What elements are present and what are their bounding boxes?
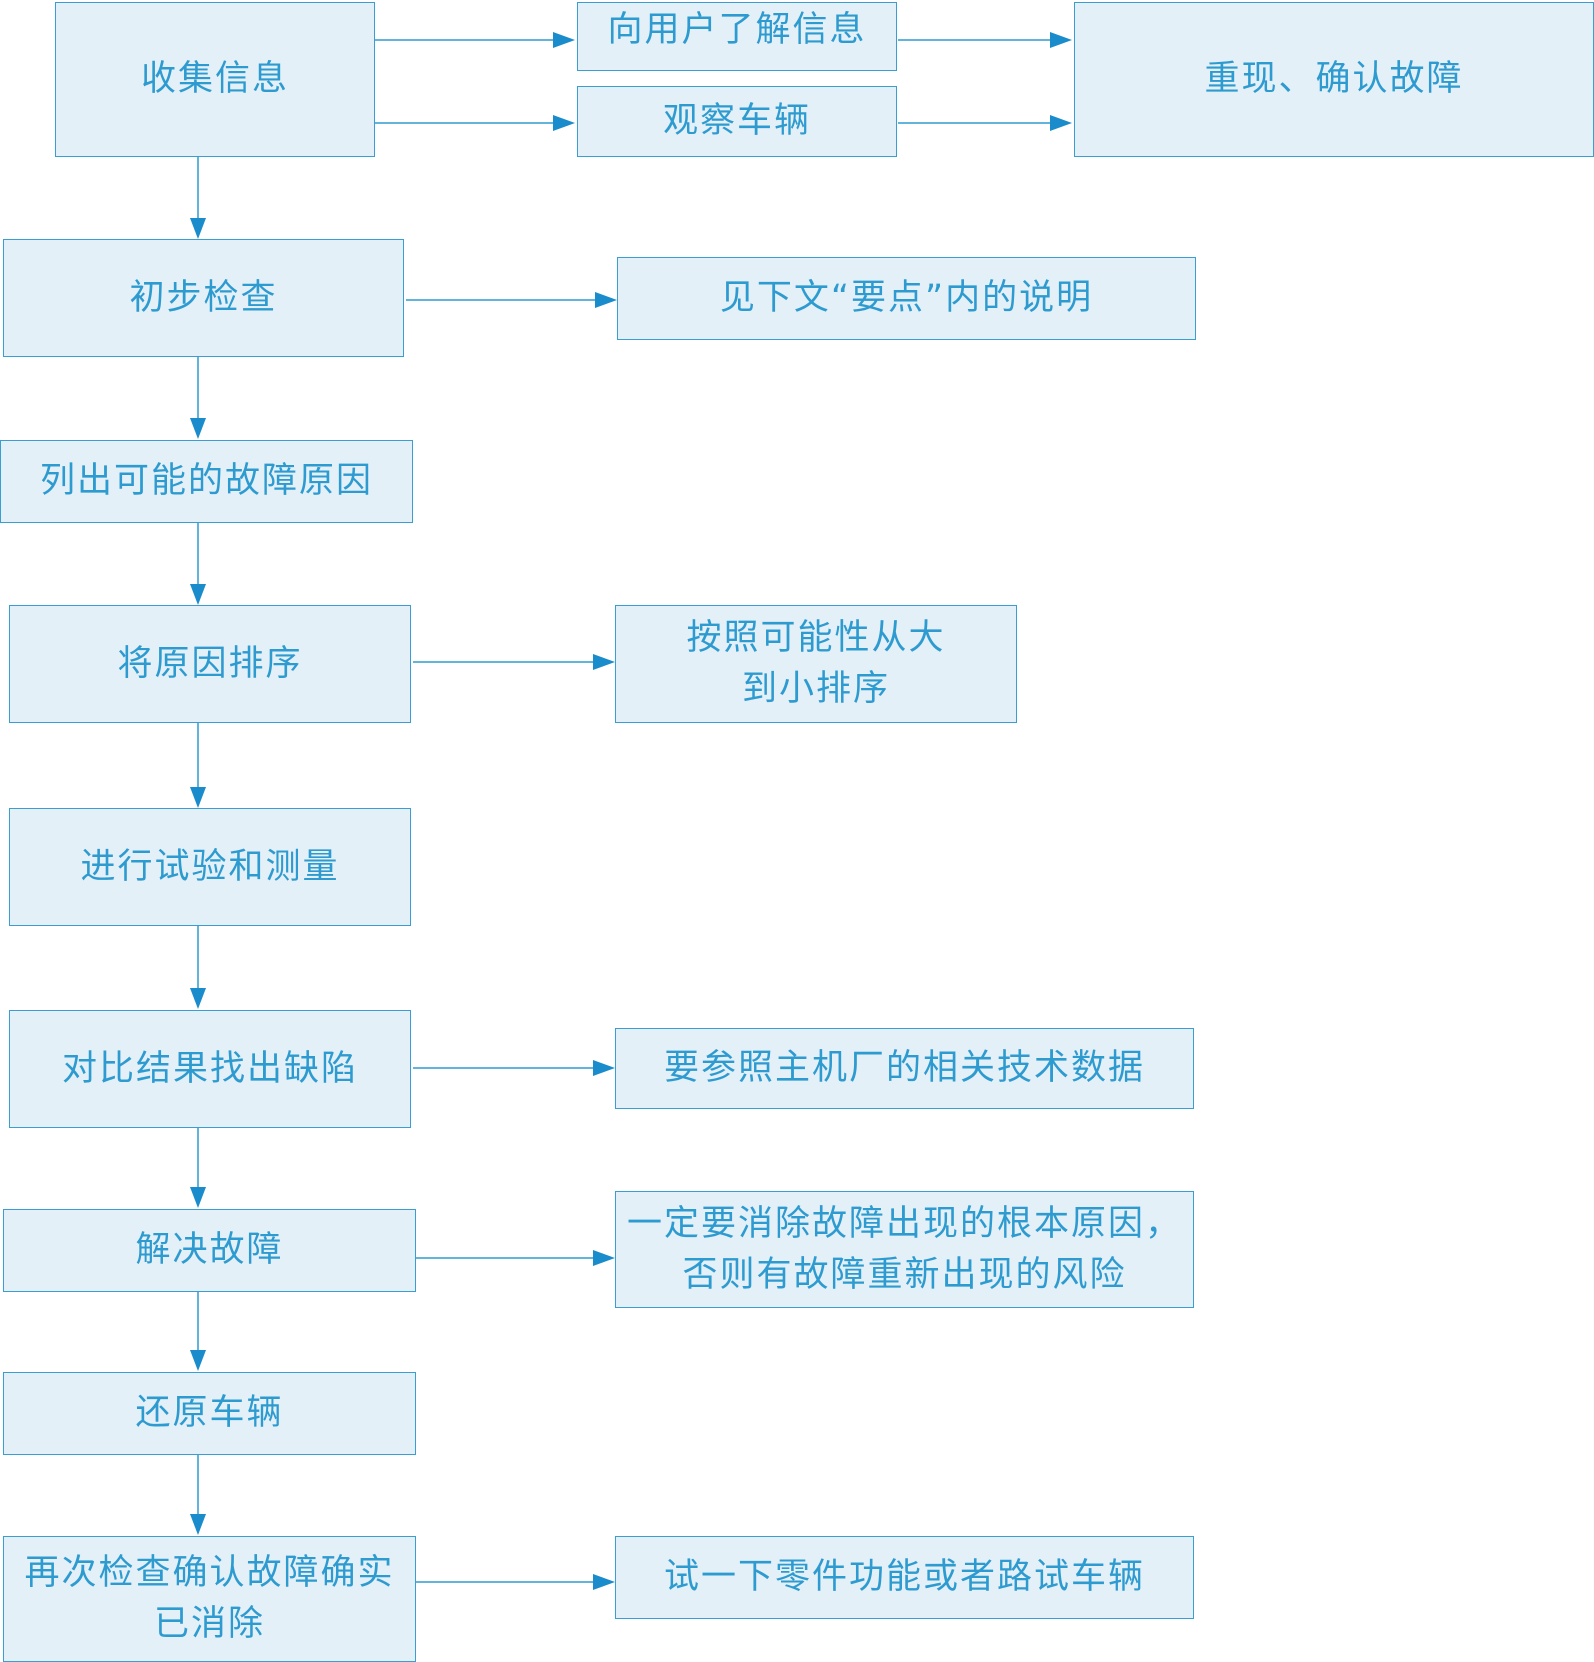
- node-ask-user: 向用户了解信息: [577, 2, 897, 71]
- node-recheck: 再次检查确认故障确实 已消除: [3, 1536, 416, 1662]
- arrowhead: [553, 115, 575, 131]
- node-collect-info: 收集信息: [55, 2, 375, 157]
- node-restore-vehicle: 还原车辆: [3, 1372, 416, 1455]
- node-compare-results: 对比结果找出缺陷: [9, 1010, 411, 1128]
- arrowhead: [593, 1060, 615, 1076]
- note-rank-order: 按照可能性从大 到小排序: [615, 605, 1017, 723]
- node-rank-causes: 将原因排序: [9, 605, 411, 723]
- arrowhead: [1050, 32, 1072, 48]
- note-test-drive: 试一下零件功能或者路试车辆: [615, 1536, 1194, 1619]
- node-reproduce-fault: 重现、确认故障: [1074, 2, 1594, 157]
- node-resolve-fault: 解决故障: [3, 1209, 416, 1292]
- arrowhead: [595, 292, 617, 308]
- arrowhead: [190, 1350, 206, 1371]
- arrowhead: [593, 1250, 615, 1266]
- note-oem-data: 要参照主机厂的相关技术数据: [615, 1028, 1194, 1109]
- arrowhead: [593, 1574, 615, 1590]
- arrowhead: [190, 418, 206, 439]
- node-test-measure: 进行试验和测量: [9, 808, 411, 926]
- arrowhead: [190, 1187, 206, 1208]
- note-root-cause: 一定要消除故障出现的根本原因， 否则有故障重新出现的风险: [615, 1191, 1194, 1308]
- arrowhead: [190, 988, 206, 1009]
- node-list-causes: 列出可能的故障原因: [0, 440, 413, 523]
- arrowhead: [190, 218, 206, 239]
- node-observe-vehicle: 观察车辆: [577, 86, 897, 157]
- arrowhead: [190, 787, 206, 808]
- arrowhead: [190, 584, 206, 605]
- arrowhead: [1050, 115, 1072, 131]
- arrowhead: [553, 32, 575, 48]
- arrowhead: [593, 654, 615, 670]
- arrowhead: [190, 1514, 206, 1535]
- note-see-key-points: 见下文“要点”内的说明: [617, 257, 1196, 340]
- node-initial-check: 初步检查: [3, 239, 404, 357]
